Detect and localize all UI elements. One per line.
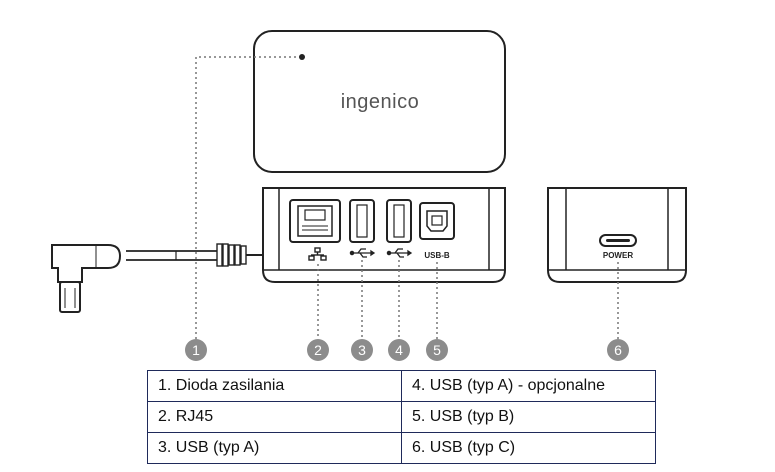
callout-2: 2 bbox=[307, 339, 329, 361]
legend-row: 1. Dioda zasilania 4. USB (typ A) - opcj… bbox=[147, 370, 656, 402]
network-icon bbox=[308, 247, 327, 261]
usb-b-port: USB-B bbox=[419, 202, 455, 260]
legend-row: 3. USB (typ A) 6. USB (typ C) bbox=[147, 432, 656, 464]
device-top-view: ingenico bbox=[253, 30, 506, 173]
svg-text:1: 1 bbox=[192, 342, 200, 358]
svg-text:4: 4 bbox=[395, 342, 403, 358]
rj45-port bbox=[289, 199, 341, 261]
legend-table: 1. Dioda zasilania 4. USB (typ A) - opcj… bbox=[147, 370, 656, 464]
legend-item-1: 1. Dioda zasilania bbox=[147, 370, 402, 402]
legend-item-5: 5. USB (typ B) bbox=[401, 401, 656, 433]
device-power-side-view: POWER bbox=[547, 187, 687, 283]
usb-icon bbox=[386, 248, 413, 258]
power-led bbox=[299, 54, 305, 60]
callout-3: 3 bbox=[351, 339, 373, 361]
svg-text:3: 3 bbox=[358, 342, 366, 358]
svg-text:6: 6 bbox=[614, 342, 622, 358]
power-cable bbox=[51, 243, 263, 313]
usb-b-label: USB-B bbox=[424, 251, 450, 260]
svg-text:2: 2 bbox=[314, 342, 322, 358]
legend-item-4: 4. USB (typ A) - opcjonalne bbox=[401, 370, 656, 402]
usb-a-port-2 bbox=[386, 199, 413, 258]
leader-lines bbox=[195, 56, 619, 339]
device-port-side-view: USB-B bbox=[262, 187, 506, 283]
legend-item-3: 3. USB (typ A) bbox=[147, 432, 402, 464]
callout-1: 1 bbox=[185, 339, 207, 361]
callout-5: 5 bbox=[426, 339, 448, 361]
device-diagram: ingenico bbox=[51, 30, 687, 361]
callout-6: 6 bbox=[607, 339, 629, 361]
legend-row: 2. RJ45 5. USB (typ B) bbox=[147, 401, 656, 433]
svg-text:5: 5 bbox=[433, 342, 441, 358]
callout-4: 4 bbox=[388, 339, 410, 361]
brand-logo: ingenico bbox=[341, 91, 420, 113]
usb-icon bbox=[349, 248, 376, 258]
usb-c-port bbox=[599, 234, 637, 247]
legend-item-2: 2. RJ45 bbox=[147, 401, 402, 433]
legend-item-6: 6. USB (typ C) bbox=[401, 432, 656, 464]
usb-a-port-1 bbox=[349, 199, 376, 258]
power-label: POWER bbox=[603, 251, 633, 260]
